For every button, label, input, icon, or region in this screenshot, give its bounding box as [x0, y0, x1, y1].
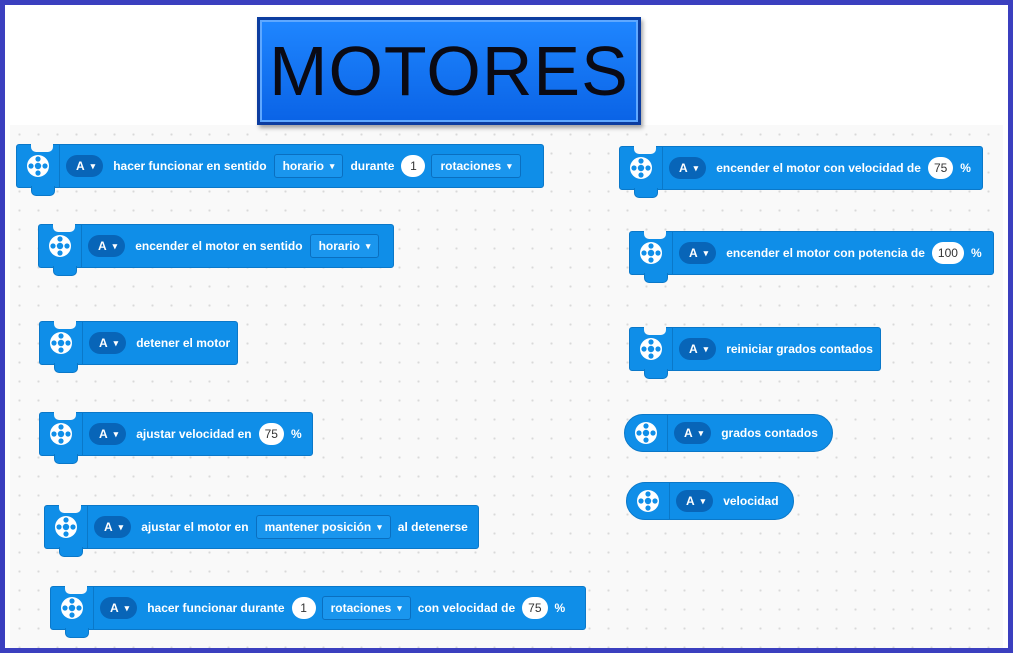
page-title: MOTORES: [257, 17, 641, 125]
block-text: con velocidad de: [417, 601, 516, 615]
block-text: al detenerse: [397, 520, 468, 534]
block-reset-degrees[interactable]: A▾ reiniciar grados contados: [629, 327, 881, 379]
motor-icon: [51, 587, 94, 629]
block-text: ajustar velocidad en: [136, 427, 252, 441]
port-dropdown[interactable]: A▾: [679, 338, 717, 360]
chevron-down-icon: ▾: [118, 521, 124, 532]
motor-icon: [625, 415, 668, 451]
motor-icon: [39, 225, 82, 267]
block-start-motor-speed[interactable]: A▾ encender el motor con velocidad de 75…: [619, 146, 983, 198]
unit-dropdown[interactable]: rotaciones▾: [321, 596, 411, 620]
direction-dropdown[interactable]: horario▾: [309, 234, 380, 258]
blocks-workspace[interactable]: [10, 125, 1003, 648]
block-text: reiniciar grados contados: [726, 342, 873, 356]
port-dropdown[interactable]: A▾: [89, 423, 127, 445]
port-dropdown[interactable]: A▾: [100, 597, 138, 619]
block-text: encender el motor con potencia de: [726, 246, 925, 260]
number-input[interactable]: 1: [291, 597, 316, 619]
reporter-speed[interactable]: A▾ velocidad: [626, 482, 794, 520]
block-text: %: [960, 161, 971, 175]
block-text: hacer funcionar durante: [147, 601, 285, 615]
motor-icon: [17, 145, 60, 187]
block-text: grados contados: [721, 426, 818, 440]
block-run-direction-duration[interactable]: A▾ hacer funcionar en sentido horario▾ d…: [16, 144, 544, 196]
chevron-down-icon: ▾: [703, 247, 709, 258]
chevron-down-icon: ▾: [507, 160, 512, 171]
motor-icon: [40, 413, 83, 455]
chevron-down-icon: ▾: [113, 337, 119, 348]
motor-icon: [627, 483, 670, 519]
block-text: %: [290, 427, 302, 441]
chevron-down-icon: ▾: [693, 162, 699, 173]
motor-icon: [45, 506, 88, 548]
port-dropdown[interactable]: A▾: [676, 490, 714, 512]
block-run-duration-speed[interactable]: A▾ hacer funcionar durante 1 rotaciones▾…: [50, 586, 586, 638]
chevron-down-icon: ▾: [377, 521, 382, 532]
motor-icon: [620, 147, 663, 189]
block-text: detener el motor: [136, 336, 231, 350]
block-text: %: [554, 601, 566, 615]
chevron-down-icon: ▾: [329, 160, 335, 171]
number-input[interactable]: 1: [401, 155, 426, 177]
port-dropdown[interactable]: A▾: [674, 422, 712, 444]
block-text: velocidad: [723, 494, 779, 508]
motor-icon: [630, 232, 673, 274]
block-text: ajustar el motor en: [141, 520, 249, 534]
unit-dropdown[interactable]: rotaciones▾: [431, 154, 521, 178]
block-text: encender el motor con velocidad de: [716, 161, 921, 175]
port-dropdown[interactable]: A▾: [66, 155, 104, 177]
block-text: encender el motor en sentido: [135, 239, 303, 253]
chevron-down-icon: ▾: [124, 602, 130, 613]
block-set-speed[interactable]: A▾ ajustar velocidad en 75 %: [39, 412, 313, 464]
chevron-down-icon: ▾: [90, 160, 96, 171]
block-text: durante: [350, 159, 395, 173]
chevron-down-icon: ▾: [365, 240, 371, 251]
block-stop-motor[interactable]: A▾ detener el motor: [39, 321, 238, 373]
block-text: %: [970, 246, 982, 260]
port-dropdown[interactable]: A▾: [88, 235, 126, 257]
stop-action-dropdown[interactable]: mantener posición▾: [255, 515, 391, 539]
motor-icon: [630, 328, 673, 370]
chevron-down-icon: ▾: [397, 602, 402, 613]
port-dropdown[interactable]: A▾: [679, 242, 717, 264]
number-input[interactable]: 75: [927, 157, 954, 179]
number-input[interactable]: 100: [931, 242, 964, 264]
number-input[interactable]: 75: [522, 597, 548, 619]
chevron-down-icon: ▾: [700, 495, 706, 506]
port-dropdown[interactable]: A▾: [94, 516, 132, 538]
port-dropdown[interactable]: A▾: [669, 157, 707, 179]
motor-icon: [40, 322, 83, 364]
number-input[interactable]: 75: [258, 423, 284, 445]
port-dropdown[interactable]: A▾: [89, 332, 127, 354]
block-start-motor-power[interactable]: A▾ encender el motor con potencia de 100…: [629, 231, 994, 283]
direction-dropdown[interactable]: horario▾: [273, 154, 344, 178]
reporter-degrees-counted[interactable]: A▾ grados contados: [624, 414, 833, 452]
chevron-down-icon: ▾: [703, 343, 709, 354]
block-text: hacer funcionar en sentido: [113, 159, 267, 173]
block-set-stop-action[interactable]: A▾ ajustar el motor en mantener posición…: [44, 505, 479, 557]
chevron-down-icon: ▾: [112, 240, 118, 251]
block-start-motor-direction[interactable]: A▾ encender el motor en sentido horario▾: [38, 224, 394, 276]
chevron-down-icon: ▾: [113, 428, 119, 439]
chevron-down-icon: ▾: [698, 427, 704, 438]
